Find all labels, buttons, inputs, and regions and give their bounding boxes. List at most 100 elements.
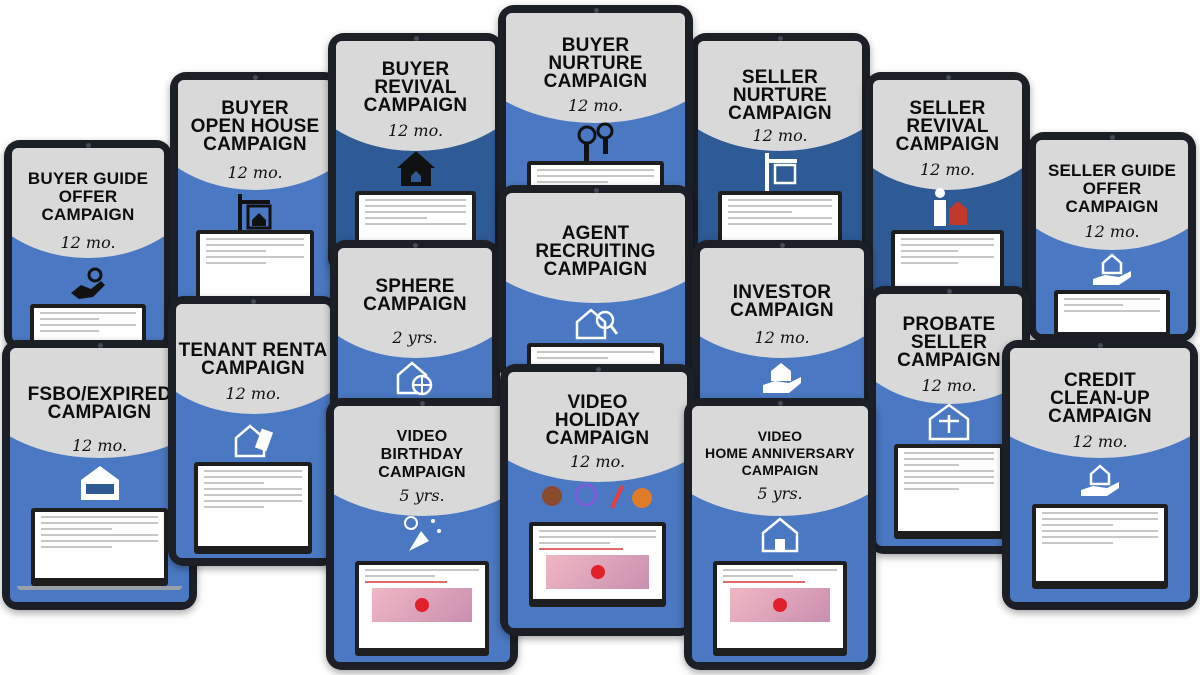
title-panel — [506, 193, 685, 303]
title-panel — [176, 304, 330, 414]
tablet-screen: VIDEO HOME ANNIVERSARY CAMPAIGN 5 yrs. — [692, 406, 868, 662]
title-panel — [12, 148, 164, 258]
campaign-duration: 12 mo. — [567, 96, 624, 115]
for-sale-sign-icon — [765, 153, 797, 191]
person-house-icon — [933, 188, 967, 226]
campaign-title: BUYER OPEN HOUSE CAMPAIGN — [190, 98, 320, 155]
campaign-duration: 12 mo. — [569, 452, 626, 471]
campaign-title: VIDEO BIRTHDAY CAMPAIGN — [378, 428, 466, 481]
campaign-duration: 5 yrs. — [757, 484, 803, 503]
tablet-seller-revival: SELLER REVIVAL CAMPAIGN 12 mo. — [865, 72, 1030, 307]
hand-house-key-icon — [763, 363, 801, 393]
tablet-screen: BUYER REVIVAL CAMPAIGN 12 mo. — [336, 41, 495, 265]
keys-icon — [577, 122, 613, 161]
tablet-video-home-anniversary: VIDEO HOME ANNIVERSARY CAMPAIGN 5 yrs. — [684, 398, 876, 670]
confetti-icon — [404, 516, 441, 551]
tablet-credit-clean-up: CREDIT CLEAN-UP CAMPAIGN 12 mo. — [1002, 340, 1198, 610]
tablet-seller-guide-offer: SELLER GUIDE OFFER CAMPAIGN 12 mo. — [1028, 132, 1196, 342]
laptop-mockup — [529, 522, 666, 607]
laptop-mockup — [194, 462, 312, 554]
house-icon — [396, 151, 435, 186]
tablet-screen: PROBATE SELLER CAMPAIGN 12 mo. — [876, 294, 1022, 546]
tablet-screen: SELLER GUIDE OFFER CAMPAIGN 12 mo. — [1036, 140, 1188, 334]
campaign-title: AGENT RECRUITING CAMPAIGN — [535, 223, 656, 280]
tablet-agent-recruiting: AGENT RECRUITING CAMPAIGN — [498, 185, 693, 380]
laptop-mockup — [30, 304, 146, 342]
campaign-title: BUYER NURTURE CAMPAIGN — [543, 35, 648, 92]
house-globe-icon — [396, 361, 433, 396]
campaign-duration: 5 yrs. — [399, 486, 445, 505]
campaign-duration: 12 mo. — [1084, 222, 1140, 241]
tablet-screen: FSBO/EXPIRED CAMPAIGN 12 mo. — [10, 348, 189, 602]
title-panel — [876, 294, 1022, 404]
campaign-title: VIDEO HOLIDAY CAMPAIGN — [545, 392, 650, 449]
laptop-mockup — [1054, 290, 1170, 334]
campaign-title: TENANT RENTA CAMPAIGN — [178, 340, 328, 379]
title-panel — [338, 248, 492, 358]
tablet-buyer-guide-offer: BUYER GUIDE OFFER CAMPAIGN 12 mo. — [4, 140, 172, 350]
campaign-title: VIDEO HOME ANNIVERSARY CAMPAIGN — [705, 428, 855, 478]
tablet-screen: SELLER REVIVAL CAMPAIGN 12 mo. — [873, 80, 1022, 299]
tablet-video-birthday: VIDEO BIRTHDAY CAMPAIGN 5 yrs. — [326, 398, 518, 670]
title-panel — [506, 13, 685, 123]
campaign-duration: 12 mo. — [225, 384, 281, 403]
tablet-buyer-revival: BUYER REVIVAL CAMPAIGN 12 mo. — [328, 33, 503, 273]
laptop-mockup — [31, 508, 168, 586]
tablet-screen: SELLER NURTURE CAMPAIGN 12 mo. — [698, 41, 862, 260]
tablet-seller-nurture: SELLER NURTURE CAMPAIGN 12 mo. — [690, 33, 870, 268]
tablet-screen: VIDEO BIRTHDAY CAMPAIGN 5 yrs. — [334, 406, 510, 662]
campaign-duration: 12 mo. — [60, 233, 116, 252]
laptop-mockup — [1031, 504, 1169, 589]
tablet-screen: CREDIT CLEAN-UP CAMPAIGN 12 mo. — [1010, 348, 1190, 602]
tablet-screen: TENANT RENTA CAMPAIGN 12 mo. — [176, 304, 330, 558]
tablet-screen: INVESTOR CAMPAIGN 12 mo. — [700, 248, 864, 422]
house-sign-icon — [238, 194, 272, 232]
title-panel — [698, 41, 862, 151]
tablet-probate-seller: PROBATE SELLER CAMPAIGN 12 mo. — [868, 286, 1030, 554]
laptop-mockup — [893, 444, 1005, 539]
laptop-mockup — [355, 561, 489, 656]
tablet-video-holiday: VIDEO HOLIDAY CAMPAIGN 12 mo. — [500, 364, 695, 636]
campaign-duration: 12 mo. — [754, 328, 810, 347]
title-panel — [10, 348, 189, 458]
holiday-icons — [541, 483, 652, 509]
campaign-title: CREDIT CLEAN-UP CAMPAIGN — [1048, 370, 1152, 427]
title-panel — [508, 372, 687, 482]
title-panel — [1036, 140, 1188, 250]
campaign-duration: 12 mo. — [71, 436, 128, 455]
video-thumbnail — [729, 588, 831, 622]
campaign-duration: 12 mo. — [919, 160, 976, 179]
rent-tag-icon — [234, 424, 274, 458]
tablet-screen: VIDEO HOLIDAY CAMPAIGN 12 mo. — [508, 372, 687, 628]
title-panel — [700, 248, 864, 358]
tablet-screen: BUYER OPEN HOUSE CAMPAIGN 12 mo. — [178, 80, 332, 309]
campaign-title: BUYER REVIVAL CAMPAIGN — [363, 59, 468, 116]
title-panel — [692, 406, 868, 516]
campaign-title: INVESTOR CAMPAIGN — [730, 282, 834, 321]
laptop-base — [17, 586, 182, 590]
campaign-duration: 12 mo. — [387, 121, 444, 140]
campaign-duration: 12 mo. — [1072, 432, 1128, 451]
house-search-icon — [575, 308, 618, 340]
video-thumbnail — [371, 588, 473, 622]
campaign-title: SELLER NURTURE CAMPAIGN — [728, 67, 832, 124]
house-confetti-icon — [761, 517, 799, 553]
title-panel — [178, 80, 332, 190]
tablet-fsbo-expired: FSBO/EXPIRED CAMPAIGN 12 mo. — [2, 340, 197, 610]
tablet-screen: AGENT RECRUITING CAMPAIGN — [506, 193, 685, 372]
title-panel — [1010, 348, 1190, 458]
hand-key-icon — [71, 267, 105, 299]
scales-house-icon — [928, 403, 970, 441]
tablet-screen: BUYER GUIDE OFFER CAMPAIGN 12 mo. — [12, 148, 164, 342]
tablet-buyer-open-house: BUYER OPEN HOUSE CAMPAIGN 12 mo. — [170, 72, 340, 317]
campaign-title: SELLER REVIVAL CAMPAIGN — [895, 98, 1000, 155]
hand-house-icon — [1081, 464, 1119, 496]
campaign-title: SELLER GUIDE OFFER CAMPAIGN — [1047, 161, 1177, 216]
campaign-title: FSBO/EXPIRED CAMPAIGN — [27, 384, 172, 423]
laptop-mockup — [196, 230, 314, 305]
laptop-mockup — [713, 561, 847, 656]
campaign-title: BUYER GUIDE OFFER CAMPAIGN — [27, 169, 149, 224]
campaign-title: PROBATE SELLER CAMPAIGN — [897, 314, 1001, 371]
title-panel — [873, 80, 1022, 190]
campaign-duration: 2 yrs. — [392, 328, 438, 347]
